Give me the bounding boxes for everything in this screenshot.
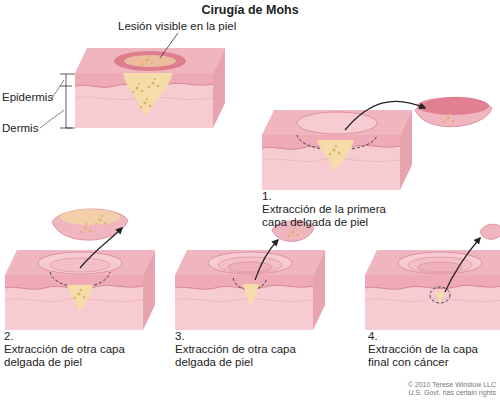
removed-tissue [415, 97, 492, 127]
copyright-note: © 2010 Terese Winslow LLC [350, 381, 496, 389]
callout-number: 1. [262, 190, 292, 203]
removed-tissue [480, 224, 500, 239]
callout-number: 2. [4, 330, 34, 343]
step-caption: Extracción de la primera capa delgada de… [262, 203, 412, 229]
step-caption: Extracción de la capa final con cáncer [368, 343, 498, 369]
copyright-note: U.S. Govt. has certain rights [350, 389, 496, 397]
callout-number: 4. [368, 330, 398, 343]
leader-line [52, 80, 64, 98]
leader-line [160, 33, 178, 58]
layer-label: Dermis [2, 122, 62, 135]
removal-arrow [255, 240, 278, 280]
diagram-title: Cirugía de Mohs [0, 4, 500, 17]
removed-tissue [52, 209, 128, 240]
removal-arrow [80, 228, 122, 268]
callout-number: 3. [175, 330, 205, 343]
skin-block [75, 48, 225, 128]
step-caption: Extracción de otra capa delgada de piel [4, 343, 159, 369]
skin-block [262, 110, 412, 190]
skin-block [5, 250, 155, 330]
step-caption: Extracción de otra capa delgada de piel [175, 343, 330, 369]
part-label: Lesión visible en la piel [118, 20, 288, 33]
layer-label: Epidermis [2, 91, 62, 104]
skin-block [175, 250, 325, 330]
removal-arrow [445, 238, 480, 292]
skin-block [365, 250, 500, 330]
removal-arrow [345, 101, 425, 130]
leader-line [40, 110, 64, 128]
